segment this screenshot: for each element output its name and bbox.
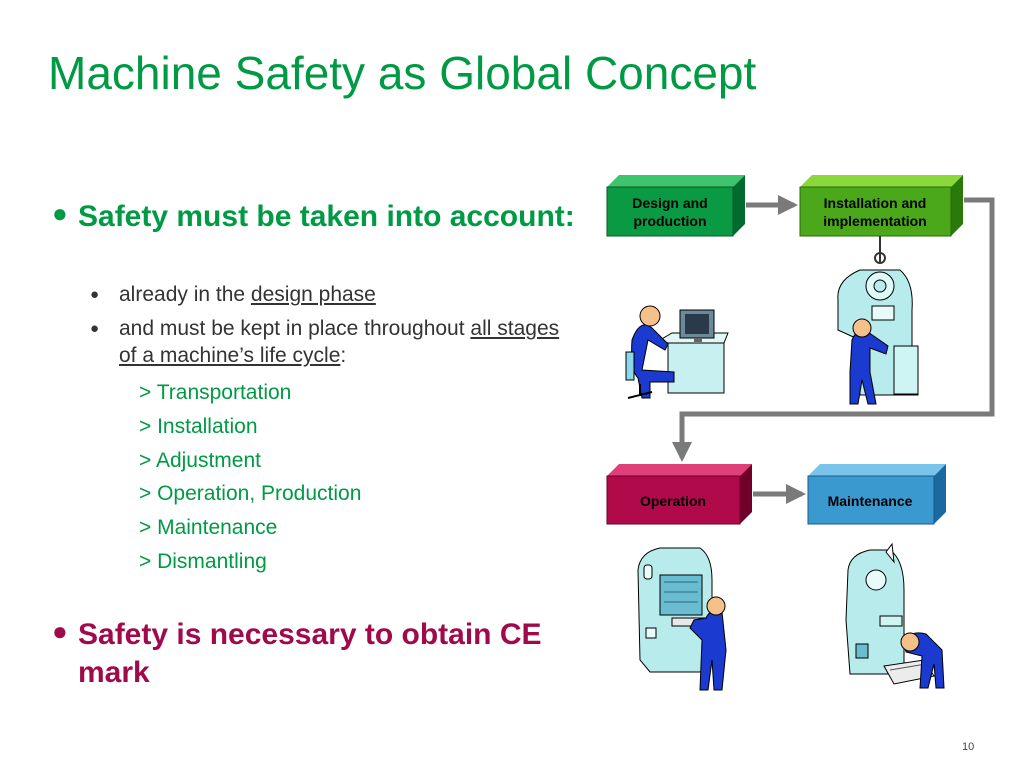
bullet-safety-account: ● Safety must be taken into account: bbox=[52, 198, 582, 236]
stage-item: > Operation, Production bbox=[139, 482, 362, 506]
bullet-text: Safety must be taken into account: bbox=[78, 200, 575, 233]
bullet-marker: ● bbox=[52, 616, 68, 646]
machine-repair-icon bbox=[845, 542, 945, 689]
bullet-ce-mark: ● Safety is necessary to obtain CE mark bbox=[52, 616, 582, 692]
life-cycle-stages-list: > Transportation > Installation > Adjust… bbox=[139, 376, 361, 579]
sub-bullet-design-phase: ● already in the design phase bbox=[90, 281, 560, 308]
computer-workstation-icon bbox=[625, 305, 729, 399]
installation-box-label-line2: implementation bbox=[823, 213, 926, 229]
design-phase-link: design phase bbox=[250, 283, 376, 306]
operation-box: Operation bbox=[606, 464, 752, 525]
arrow-installation-to-operation bbox=[672, 197, 995, 462]
operation-box-label: Operation bbox=[640, 493, 706, 509]
life-cycle-link: all stages of a machine’s life cycle bbox=[119, 317, 560, 367]
machine-operator-icon bbox=[637, 547, 727, 691]
design-production-box: Design and production bbox=[606, 175, 745, 237]
sub-bullet-marker: ● bbox=[90, 320, 100, 337]
slide-title: Machine Safety as Global Concept bbox=[48, 47, 757, 99]
stage-item: > Adjustment bbox=[139, 448, 261, 472]
sub-bullet-text: already in the bbox=[119, 283, 251, 306]
stage-item: > Installation bbox=[139, 414, 258, 438]
stage-item: > Maintenance bbox=[139, 516, 278, 540]
maintenance-box: Maintenance bbox=[807, 464, 946, 525]
stage-item: > Dismantling bbox=[139, 549, 267, 573]
page-number: 10 bbox=[962, 741, 975, 753]
maintenance-box-label: Maintenance bbox=[828, 493, 913, 509]
installation-box: Installation and implementation bbox=[799, 175, 963, 237]
life-cycle-diagram: Design and production Installation and i… bbox=[606, 175, 995, 691]
installation-box-label-line1: Installation and bbox=[824, 195, 927, 211]
sub-bullet-suffix: : bbox=[340, 344, 347, 367]
sub-bullet-life-cycle: ● and must be kept in place throughout a… bbox=[90, 315, 560, 369]
design-box-label-line2: production bbox=[633, 213, 706, 229]
bullet-marker: ● bbox=[52, 198, 68, 228]
lifted-machine-icon bbox=[837, 236, 919, 405]
bullet-text: Safety is necessary to obtain CE mark bbox=[78, 618, 542, 689]
sub-bullet-marker: ● bbox=[90, 286, 100, 303]
stage-item: > Transportation bbox=[139, 381, 292, 404]
design-box-label-line1: Design and bbox=[632, 195, 707, 211]
sub-bullet-text: and must be kept in place throughout bbox=[119, 317, 471, 340]
